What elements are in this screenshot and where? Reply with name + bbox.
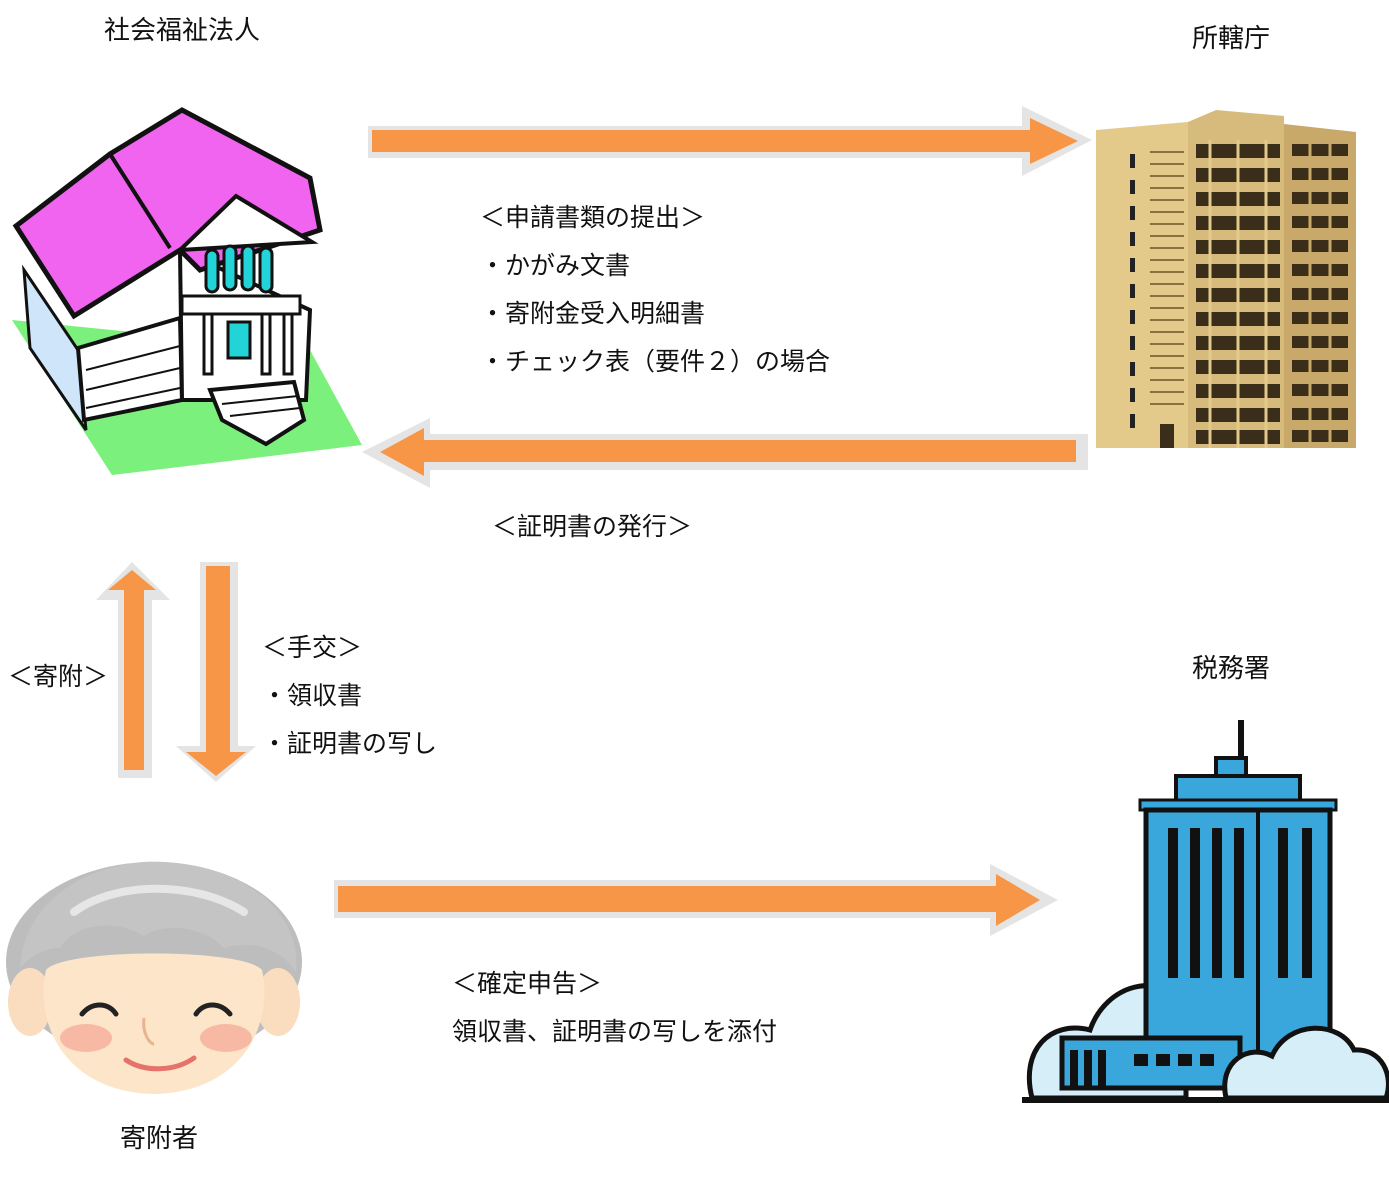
application-item: ・チェック表（要件２）の場合 (480, 347, 831, 376)
application-title: ＜申請書類の提出＞ (480, 203, 706, 232)
application-item: ・寄附金受入明細書 (480, 299, 706, 328)
tax-office-building-icon (1022, 720, 1389, 1103)
arrow-right-tax-return (334, 864, 1058, 936)
arrow-right-application (368, 106, 1092, 176)
issuance-title: ＜証明書の発行＞ (492, 512, 693, 541)
corporation-label: 社会福祉法人 (104, 16, 261, 46)
application-item: ・かがみ文書 (480, 251, 631, 280)
tax-office-label: 税務署 (1192, 654, 1271, 684)
donation-title: ＜寄附＞ (8, 662, 109, 691)
corporation-building-icon (12, 107, 362, 475)
application-list: ＜申請書類の提出＞ ・かがみ文書 ・寄附金受入明細書 ・チェック表（要件２）の場… (480, 194, 830, 386)
arrow-down-handover (176, 562, 256, 782)
tax-return-title: ＜確定申告＞ (452, 969, 603, 998)
authority-label: 所轄庁 (1192, 24, 1271, 54)
tax-return-block: ＜確定申告＞ 領収書、証明書の写しを添付 (452, 960, 777, 1056)
authority-building-icon (1096, 110, 1356, 448)
tax-return-note: 領収書、証明書の写しを添付 (452, 1017, 778, 1046)
donor-label: 寄附者 (120, 1124, 199, 1154)
handover-item: ・証明書の写し (262, 729, 438, 758)
handover-title: ＜手交＞ (262, 633, 363, 662)
arrow-left-issuance (362, 418, 1088, 488)
handover-item: ・領収書 (262, 681, 363, 710)
arrow-up-donation (96, 562, 170, 778)
donor-face-icon (6, 861, 302, 1094)
handover-list: ＜手交＞ ・領収書 ・証明書の写し (262, 624, 437, 768)
